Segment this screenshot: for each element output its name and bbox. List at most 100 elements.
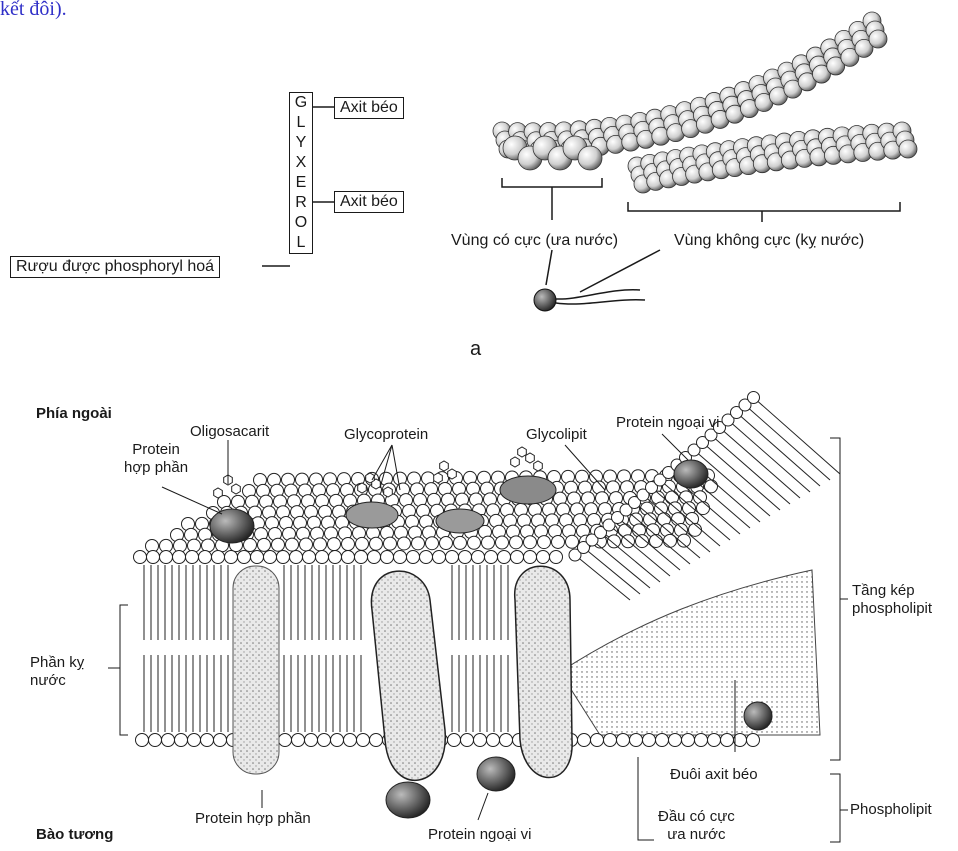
phospholipid-head	[487, 734, 500, 747]
sheet-tail-line	[711, 435, 790, 504]
phospholipid-head	[656, 734, 669, 747]
sugar-ring	[384, 487, 393, 497]
phospholipid-head	[314, 538, 327, 551]
header-fragment: kết đôi).	[0, 0, 67, 21]
phospholipid-head	[305, 734, 318, 747]
phospholipid-head	[199, 551, 212, 564]
phospholipid-head	[355, 551, 368, 564]
phospholipid-head	[188, 539, 201, 552]
phospholipid-head	[162, 734, 175, 747]
sheet-tail-line	[745, 405, 830, 480]
atom-sphere	[899, 140, 917, 158]
phospholipid-head	[412, 537, 425, 550]
phospholipid-head	[461, 734, 474, 747]
sheet-tail-line	[720, 428, 801, 499]
phospholipid-head	[552, 535, 565, 548]
phospholipid-head	[591, 734, 604, 747]
polar-head-label: Đầu có cực ưa nước	[658, 808, 735, 844]
phospholipid-head	[134, 551, 147, 564]
phospholipid-head	[149, 734, 162, 747]
sugar-ring	[434, 473, 443, 483]
phospholipid-head	[617, 734, 630, 747]
phospholipid-head	[747, 734, 760, 747]
phospholipid-head	[604, 734, 617, 747]
phospholipid-head	[272, 538, 285, 551]
fatty-tail-label: Đuôi axit béo	[670, 766, 758, 784]
phospholipid-head	[238, 551, 251, 564]
phospholipid-head	[433, 551, 446, 564]
phospholipid-head	[474, 734, 487, 747]
sugar-ring	[214, 488, 223, 498]
phospholipid-head	[147, 551, 160, 564]
sheet-head	[748, 392, 760, 404]
glycerol-column: GLYXEROL	[289, 92, 313, 254]
phospholipid-head	[384, 537, 397, 550]
bilayer-label: Tầng kép phospholipit	[852, 582, 932, 618]
integral-protein-top-label: Protein hợp phần	[124, 441, 188, 477]
peripheral-protein-bottom-1	[386, 782, 430, 818]
phospholipid-head	[472, 551, 485, 564]
phospholipid-head	[643, 734, 656, 747]
phospholipid-head	[300, 538, 313, 551]
oligosaccharide-label: Oligosacarit	[190, 423, 269, 441]
phospholipid-head	[258, 538, 271, 551]
phospholipid-head	[292, 734, 305, 747]
sheet-tail-line	[737, 413, 821, 487]
glycerol-letter: L	[290, 113, 312, 133]
phosphoryl-alcohol-box: Rượu được phosphoryl hoá	[10, 256, 220, 278]
sugar-ring	[232, 484, 241, 494]
phospholipid-head	[636, 535, 649, 548]
sugar-ring	[440, 461, 449, 471]
phospholipid-head	[468, 536, 481, 549]
peripheral-protein-top	[674, 460, 708, 488]
sugar-ring	[534, 461, 543, 471]
phospholipid-head	[682, 734, 695, 747]
atom-sphere	[869, 30, 887, 48]
phospholipid-head	[357, 734, 370, 747]
peripheral-protein-edge	[744, 702, 772, 730]
polar-head-sphere	[534, 289, 556, 311]
glycoprotein-label: Glycoprotein	[344, 426, 428, 444]
membrane-block	[130, 392, 840, 819]
phospholipid-head	[608, 535, 621, 548]
phospholipid-head	[695, 734, 708, 747]
glycoprotein-body-2	[436, 509, 484, 533]
phospholipid-head	[316, 551, 329, 564]
phospholipid-head	[342, 538, 355, 551]
phospholipid-head	[344, 734, 357, 747]
phospholipid-head	[459, 551, 472, 564]
phospholipid-head	[318, 734, 331, 747]
phospholipid-head	[279, 734, 292, 747]
phospholipid-head	[251, 551, 264, 564]
phospholipid-head	[708, 734, 721, 747]
phospholipid-head	[537, 551, 550, 564]
panel-a-label: a	[470, 338, 481, 361]
phospholipid-head	[398, 537, 411, 550]
glycerol-letter: O	[290, 213, 312, 233]
sugar-ring	[518, 447, 527, 457]
integral-protein-bottom-label: Protein hợp phần	[195, 810, 311, 828]
phospholipid-head	[286, 538, 299, 551]
phospholipid-head	[669, 734, 682, 747]
hydrophobic-part-label: Phần kỵ nước	[30, 654, 84, 690]
phospholipid-head	[186, 551, 199, 564]
phospholipid-head	[381, 551, 394, 564]
phospholipid-head	[342, 551, 355, 564]
phospholipid-head	[721, 734, 734, 747]
phospholipid-head	[630, 734, 643, 747]
phospholipid-head	[244, 539, 257, 552]
outside-label: Phía ngoài	[36, 405, 112, 422]
phospholipid-head	[566, 535, 579, 548]
phospholipid-head	[173, 551, 186, 564]
phospholipid-head	[485, 551, 498, 564]
phospholipid-head	[370, 537, 383, 550]
phospholipid-head	[510, 536, 523, 549]
glycoprotein-body	[346, 502, 398, 528]
phospholipid-head	[201, 734, 214, 747]
peripheral-protein-bottom-label: Protein ngoại vi	[428, 826, 531, 844]
sheet-tail-line	[754, 398, 841, 475]
phospholipid-head	[426, 537, 439, 550]
sheet-tail-line	[728, 420, 810, 492]
phospholipid-head	[440, 537, 453, 550]
phospholipid-head	[454, 536, 467, 549]
